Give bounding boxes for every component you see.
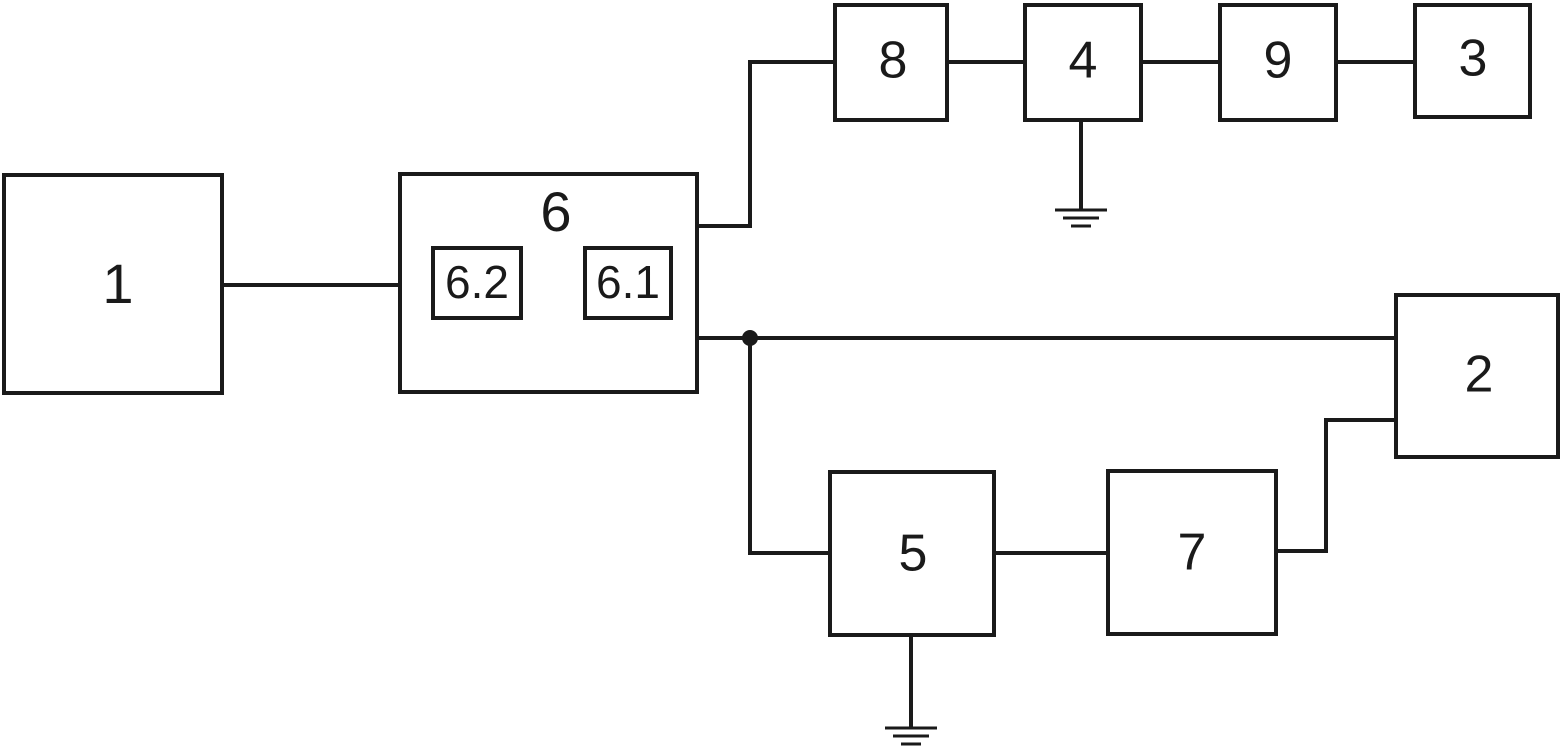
block-6-label: 6 [540,180,571,243]
block-5-label: 5 [899,525,928,583]
block-1-label: 1 [102,252,133,315]
wire-7-2 [1276,420,1396,551]
block-6-2-label: 6.2 [445,256,509,308]
ground-icon [1055,120,1107,226]
block-2-label: 2 [1465,346,1494,404]
wire-junction-5 [750,338,830,553]
block-9-label: 9 [1264,32,1293,90]
ground-icon [885,635,937,744]
block-8-label: 8 [879,32,908,90]
block-7-label: 7 [1178,524,1207,582]
block-3-label: 3 [1459,30,1488,88]
wire-6-8 [697,62,835,226]
block-4-label: 4 [1069,32,1098,90]
block-6-1-label: 6.1 [596,256,660,308]
